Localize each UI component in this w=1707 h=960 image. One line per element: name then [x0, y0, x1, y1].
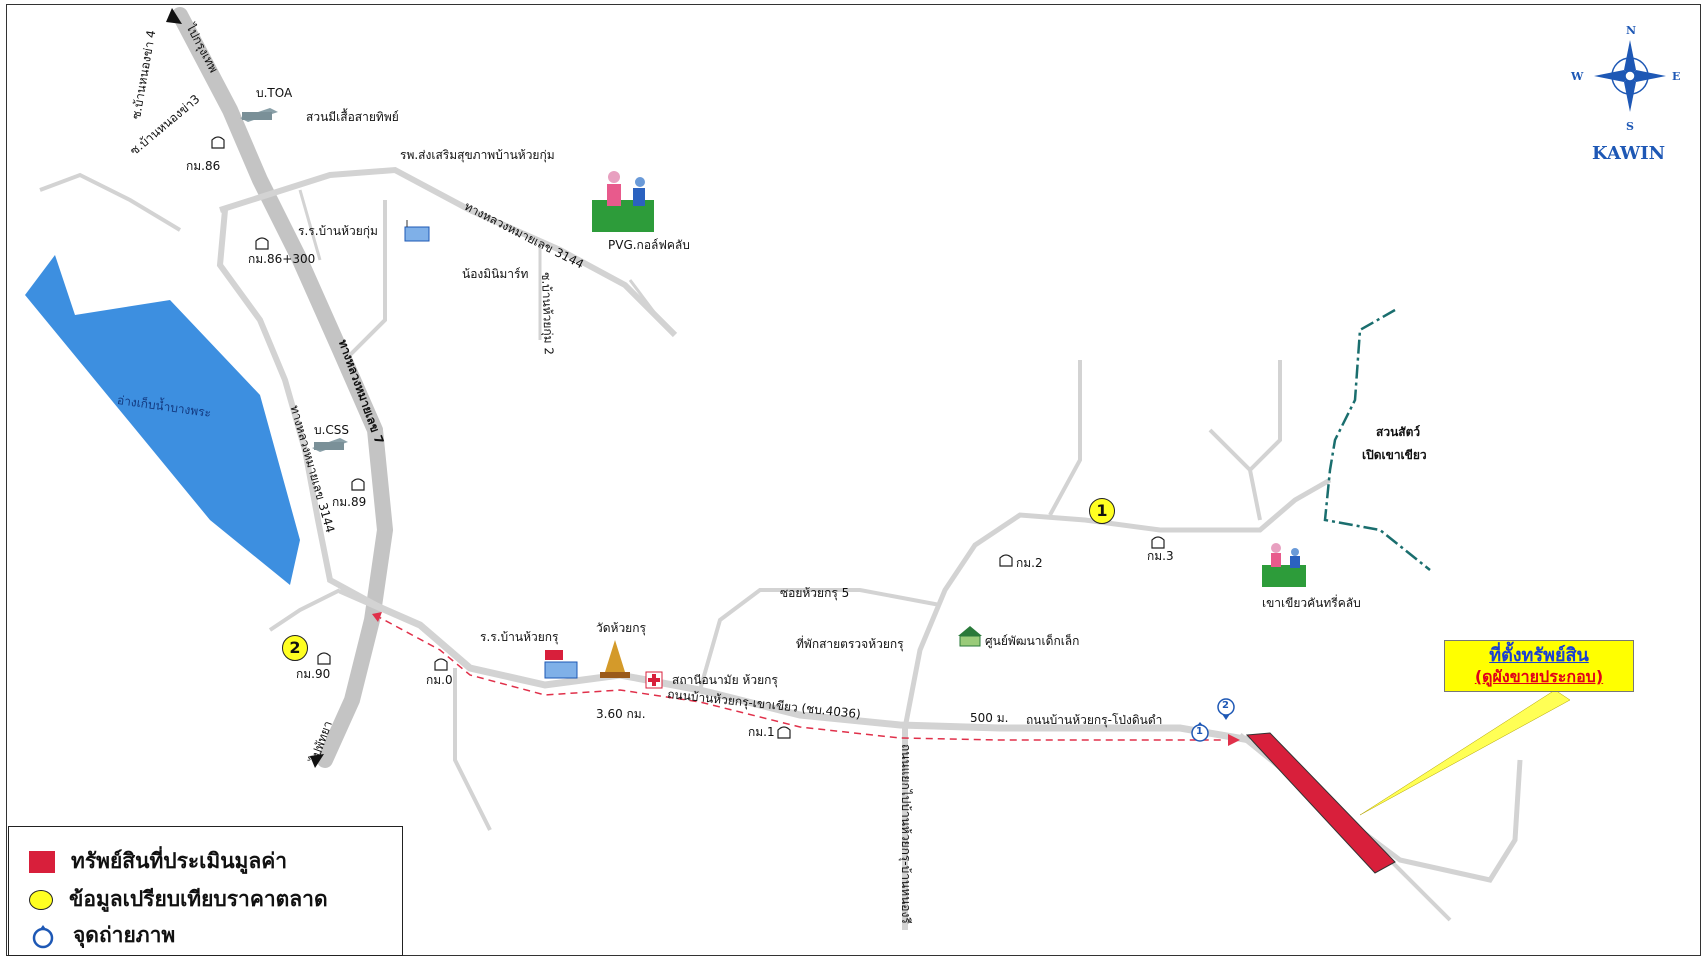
callout-line1: ที่ตั้งทรัพย์สิน — [1489, 645, 1589, 666]
brand-kawin: KAWIN — [1592, 143, 1666, 164]
compass-w: W — [1571, 70, 1584, 83]
label-school-huaykru: ร.ร.บ้านห้วยกรุ — [480, 630, 559, 644]
legend-label-property: ทรัพย์สินที่ประเมินมูลค่า — [71, 849, 288, 873]
legend-photo-icon — [32, 924, 54, 948]
km-post-1 — [777, 726, 791, 739]
road-side-5 — [628, 279, 662, 321]
label-km2: กม.2 — [1016, 556, 1043, 570]
legend-swatch-property — [29, 850, 55, 873]
label-km86: กม.86 — [186, 159, 221, 173]
road-sw — [268, 588, 341, 632]
label-km90: กม.90 — [296, 667, 331, 681]
arrow-to-pattaya — [310, 754, 324, 768]
arrow-to-bangkok — [166, 8, 182, 24]
highway-3144-top — [219, 166, 678, 338]
property-parcel — [1245, 732, 1396, 874]
label-dist-360: 3.60 กม. — [596, 707, 646, 721]
label-soi-huaykum2: ซ.บ้านห้วยกุ่ม 2 — [539, 271, 556, 356]
road-north-2 — [1048, 360, 1082, 516]
legend-item-photo: จุดถ่ายภาพ — [29, 919, 175, 952]
label-road-pong: ถนนบ้านห้วยกรุ-โป่งดินดำ — [1026, 713, 1163, 727]
compass-rose — [1594, 40, 1666, 112]
label-hospital: รพ.ส่งเสริมสุขภาพบ้านห้วยกุ่ม — [400, 148, 555, 162]
legend-label-comparable: ข้อมูลเปรียบเทียบราคาตลาด — [69, 887, 328, 911]
legend-swatch-comparable — [29, 889, 53, 910]
legend: ทรัพย์สินที่ประเมินมูลค่า ข้อมูลเปรียบเท… — [8, 826, 403, 956]
label-rest-point: ที่พักสายตรวจห้วยกรุ — [796, 637, 904, 651]
label-dist-500: 500 ม. — [970, 711, 1009, 725]
comparable-marker-1: 1 — [1089, 498, 1115, 524]
golf-icon-pvg — [592, 171, 654, 232]
label-pvg-golf: PVG.กอล์ฟคลับ — [608, 238, 690, 252]
child-center-icon — [958, 626, 982, 647]
road-branch-se — [1388, 858, 1452, 922]
label-km1: กม.1 — [748, 725, 775, 739]
route-arrow-east — [1228, 734, 1240, 746]
km-post-3 — [1151, 536, 1165, 549]
property-callout: ที่ตั้งทรัพย์สิน (ดูผังขายประกอบ) — [1444, 640, 1634, 692]
km-post-86 — [211, 136, 225, 149]
legend-item-property: ทรัพย์สินที่ประเมินมูลค่า — [29, 845, 287, 878]
temple-icon — [600, 640, 630, 678]
school-icon-huaykum — [404, 220, 430, 242]
label-km3: กม.3 — [1147, 549, 1174, 563]
label-nong-minimart: น้องมินิมาร์ท — [462, 267, 529, 281]
road-side-2 — [343, 200, 387, 362]
compass-e: E — [1672, 70, 1681, 83]
road-side-3 — [298, 189, 322, 261]
label-css: บ.CSS — [314, 423, 350, 437]
zoo-trail — [1323, 308, 1431, 571]
factory-icon-css — [312, 438, 348, 452]
compass-n: N — [1626, 24, 1637, 37]
label-km0: กม.0 — [426, 673, 453, 687]
photo-marker-1 — [1191, 722, 1209, 742]
km-post-89 — [351, 478, 365, 491]
road-west — [39, 172, 182, 232]
photo-marker-2-label: 2 — [1222, 700, 1229, 711]
photo-marker-1-label: 1 — [1196, 726, 1203, 737]
label-health-station: สถานีอนามัย ห้วยกรุ — [672, 673, 778, 687]
label-khaokheow-golf: เขาเขียวคันทรี่คลับ — [1262, 596, 1361, 610]
factory-icon-toa — [240, 108, 278, 122]
legend-item-comparable: ข้อมูลเปรียบเทียบราคาตลาด — [29, 883, 328, 916]
road-ne-1 — [1208, 428, 1262, 521]
highway-3144-left — [216, 209, 387, 613]
label-child-center: ศูนย์พัฒนาเด็กเล็ก — [985, 634, 1080, 648]
reservoir-area — [25, 255, 300, 585]
label-zoo-line2: เปิดเขาเขียว — [1362, 448, 1427, 462]
km-post-0 — [434, 658, 448, 671]
callout-leader — [1359, 689, 1571, 816]
route-arrow-west — [372, 612, 382, 622]
health-station-icon — [645, 671, 663, 689]
school-icon-huaykru — [544, 650, 578, 679]
road-4036 — [338, 586, 1251, 744]
golf-icon-khaokheow — [1262, 543, 1306, 587]
compass-s: S — [1626, 120, 1634, 133]
road-soi-5 — [698, 588, 941, 691]
label-toa: บ.TOA — [256, 86, 293, 100]
route-dashed — [374, 614, 1225, 741]
road-ne-2 — [1248, 360, 1282, 472]
km-post-90 — [317, 652, 331, 665]
label-zoo-line1: สวนสัตว์ — [1376, 425, 1421, 439]
photo-marker-2 — [1217, 698, 1235, 720]
label-wat-huaykru: วัดห้วยกรุ — [596, 621, 646, 635]
callout-line2: (ดูผังขายประกอบ) — [1474, 667, 1604, 686]
label-road-vertical: ถนนแยกไปบ้านห้วยกรุ-บ้านหนองรี — [899, 744, 913, 924]
label-school-huaykum: ร.ร.บ้านห้วยกุ่ม — [298, 224, 378, 238]
road-side-1 — [453, 668, 492, 831]
km-post-86-300 — [255, 237, 269, 250]
legend-label-photo: จุดถ่ายภาพ — [73, 923, 176, 947]
label-km89: กม.89 — [332, 495, 367, 509]
comparable-marker-2: 2 — [282, 635, 308, 661]
label-soi-huaykru5: ซอยห้วยกรุ 5 — [780, 586, 850, 600]
km-post-2 — [999, 554, 1013, 567]
map-frame — [6, 4, 1701, 956]
label-kor-tai: สวนมีเสื้อสายทิพย์ — [306, 110, 399, 124]
road-north — [902, 477, 1332, 729]
label-km86-300: กม.86+300 — [248, 252, 316, 266]
highway-7 — [172, 7, 394, 768]
